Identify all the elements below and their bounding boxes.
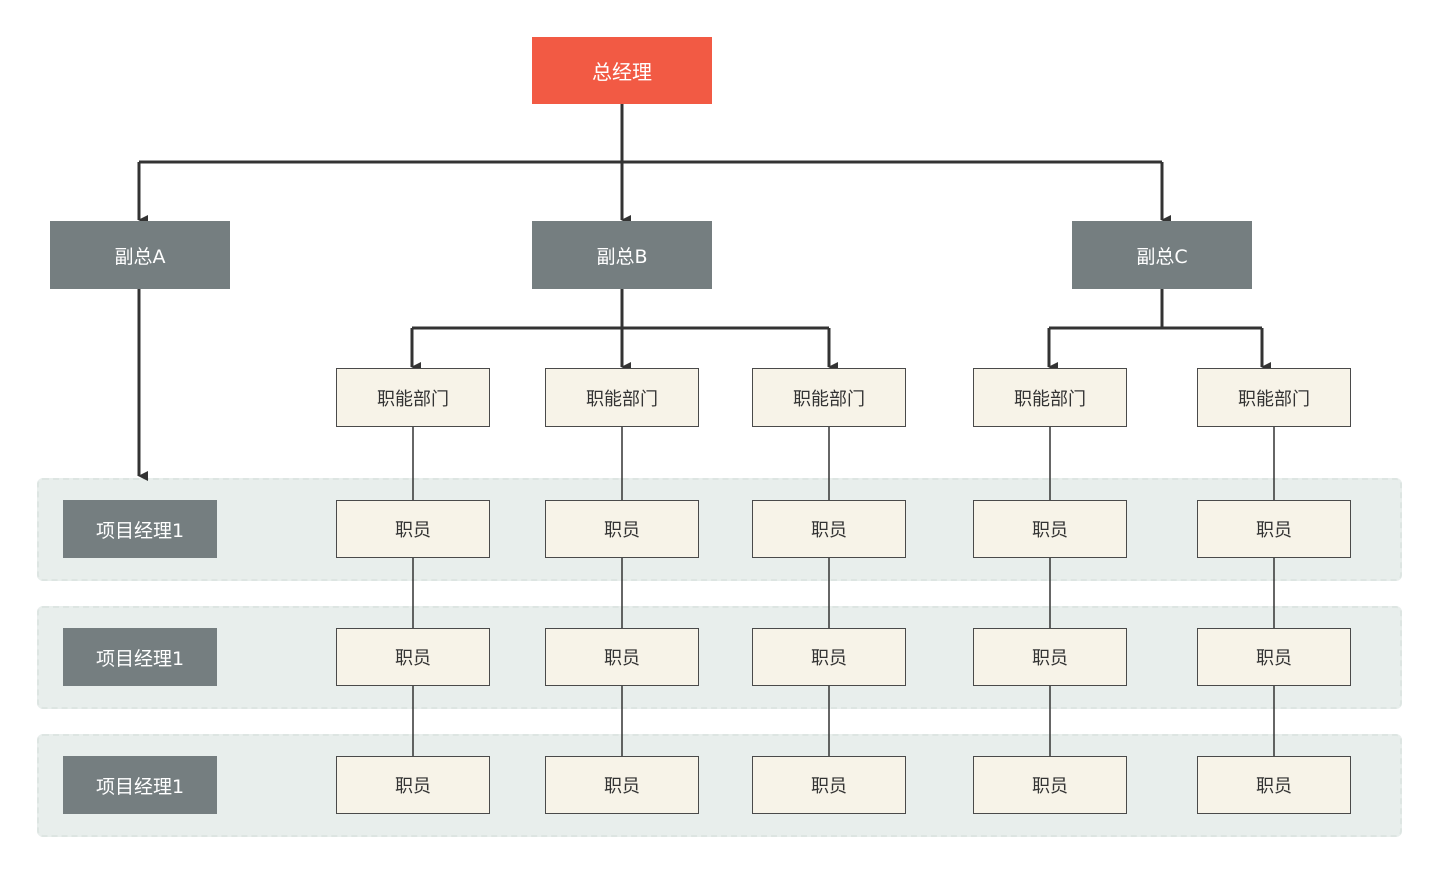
- staff-box: 职员: [545, 500, 699, 558]
- staff-box: 职员: [1197, 628, 1351, 686]
- staff-box: 职员: [336, 500, 490, 558]
- staff-box: 职员: [973, 628, 1127, 686]
- staff-box: 职员: [752, 756, 906, 814]
- department-label: 职能部门: [586, 388, 658, 410]
- staff-box: 职员: [336, 756, 490, 814]
- ceo-box: 总经理: [532, 37, 712, 104]
- staff-label: 职员: [1256, 520, 1292, 541]
- staff-label: 职员: [811, 648, 847, 669]
- staff-label: 职员: [395, 776, 431, 797]
- department-label: 职能部门: [793, 388, 865, 410]
- staff-label: 职员: [604, 520, 640, 541]
- project-band-2: [37, 606, 1402, 709]
- department-label: 职能部门: [1238, 388, 1310, 410]
- staff-label: 职员: [1032, 520, 1068, 541]
- staff-box: 职员: [545, 756, 699, 814]
- staff-label: 职员: [1256, 776, 1292, 797]
- staff-label: 职员: [604, 776, 640, 797]
- vp-c-box: 副总C: [1072, 221, 1252, 289]
- vp-c-label: 副总C: [1136, 245, 1188, 268]
- department-box-5: 职能部门: [1197, 368, 1351, 427]
- project-manager-box-3: 项目经理1: [63, 756, 217, 814]
- project-manager-box-2: 项目经理1: [63, 628, 217, 686]
- staff-box: 职员: [1197, 500, 1351, 558]
- staff-box: 职员: [752, 628, 906, 686]
- staff-label: 职员: [811, 520, 847, 541]
- staff-box: 职员: [973, 500, 1127, 558]
- staff-label: 职员: [1032, 776, 1068, 797]
- vp-a-box: 副总A: [50, 221, 230, 289]
- ceo-label: 总经理: [592, 60, 652, 84]
- vp-b-label: 副总B: [596, 245, 648, 268]
- department-box-4: 职能部门: [973, 368, 1127, 427]
- staff-label: 职员: [1032, 648, 1068, 669]
- staff-label: 职员: [1256, 648, 1292, 669]
- vp-c-branch: [1049, 289, 1262, 330]
- staff-label: 职员: [395, 520, 431, 541]
- project-manager-box-1: 项目经理1: [63, 500, 217, 558]
- department-box-2: 职能部门: [545, 368, 699, 427]
- department-label: 职能部门: [377, 388, 449, 410]
- staff-box: 职员: [545, 628, 699, 686]
- project-manager-label: 项目经理1: [95, 775, 185, 798]
- staff-box: 职员: [973, 756, 1127, 814]
- staff-box: 职员: [752, 500, 906, 558]
- department-label: 职能部门: [1014, 388, 1086, 410]
- department-box-1: 职能部门: [336, 368, 490, 427]
- project-manager-label: 项目经理1: [95, 647, 185, 670]
- staff-label: 职员: [604, 648, 640, 669]
- department-box-3: 职能部门: [752, 368, 906, 427]
- project-band-3: [37, 734, 1402, 837]
- staff-box: 职员: [336, 628, 490, 686]
- staff-label: 职员: [811, 776, 847, 797]
- staff-label: 职员: [395, 648, 431, 669]
- staff-box: 职员: [1197, 756, 1351, 814]
- project-manager-label: 项目经理1: [95, 519, 185, 542]
- vp-b-branch: [412, 289, 829, 330]
- vp-a-label: 副总A: [114, 245, 166, 268]
- vp-b-box: 副总B: [532, 221, 712, 289]
- project-band-1: [37, 478, 1402, 581]
